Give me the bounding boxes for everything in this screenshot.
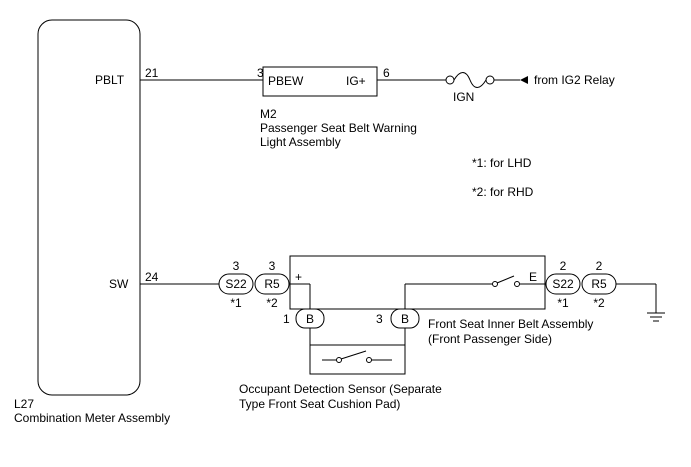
warning-light-name-line1: Passenger Seat Belt Warning [260,121,417,135]
fuse-terminal-right [485,75,495,85]
sensor-name-line2: Type Front Seat Cushion Pad) [239,397,400,411]
buckle-switch-contact-b [514,281,520,287]
meter-ref: L27 [14,397,34,411]
connector-r5-left-note: *2 [266,296,278,310]
sensor-name-line1: Occupant Detection Sensor (Separate [239,382,442,396]
warning-light-pin-num-3: 3 [257,66,264,80]
connector-s22-left-num: 3 [233,259,240,273]
meter-pin-label-pblt: PBLT [95,73,125,87]
warning-light-pin-num-6: 6 [383,66,390,80]
warning-light-pin-ig: IG+ [346,74,366,88]
warning-light-pin-pbew: PBEW [268,74,304,88]
connector-s22-right-code: S22 [552,277,574,291]
fuse-label: IGN [453,90,474,104]
buckle-plus-label: + [295,270,302,284]
connector-s22-left-code: S22 [225,277,247,291]
arrow-left-icon [520,76,528,84]
combination-meter-body [37,19,141,396]
buckle-switch-contact-a [492,281,498,287]
meter-pin-num-24: 24 [145,270,159,284]
connector-s22-right-num: 2 [560,259,567,273]
meter-pin-num-21: 21 [145,66,159,80]
note-rhd: *2: for RHD [472,185,534,199]
connector-b3-code: B [401,312,409,326]
connector-s22-left [218,273,254,295]
fuse-icon [453,72,487,88]
sensor-switch-contact-a [336,357,342,363]
connector-b1-code: B [306,312,314,326]
buckle-switch-arm-icon [496,275,515,284]
connector-r5-right-code: R5 [591,277,607,291]
connector-r5-left [254,273,290,295]
meter-name: Combination Meter Assembly [14,411,170,425]
buckle-box [289,255,546,310]
connector-r5-left-num: 3 [269,259,276,273]
meter-pin-label-sw: SW [109,277,129,291]
connector-b3-num: 3 [376,312,383,326]
warning-light-name-line2: Light Assembly [260,135,341,149]
connector-r5-left-code: R5 [264,277,280,291]
source-label: from IG2 Relay [534,73,615,87]
buckle-name-line2: (Front Passenger Side) [428,332,552,346]
connector-b1-num: 1 [283,312,290,326]
sensor-switch-arm-icon [340,350,367,360]
connector-s22-right-note: *1 [557,296,569,310]
connector-s22-left-note: *1 [230,296,242,310]
buckle-e-label: E [529,270,537,284]
buckle-name-line1: Front Seat Inner Belt Assembly [428,317,593,331]
warning-light-ref: M2 [260,107,277,121]
warning-light-box [262,66,378,97]
note-lhd: *1: for LHD [472,156,532,170]
connector-r5-right-note: *2 [593,296,605,310]
connector-r5-right-num: 2 [596,259,603,273]
fuse-terminal-left [445,75,455,85]
connector-s22-right [545,273,581,295]
sensor-switch-contact-b [366,357,372,363]
